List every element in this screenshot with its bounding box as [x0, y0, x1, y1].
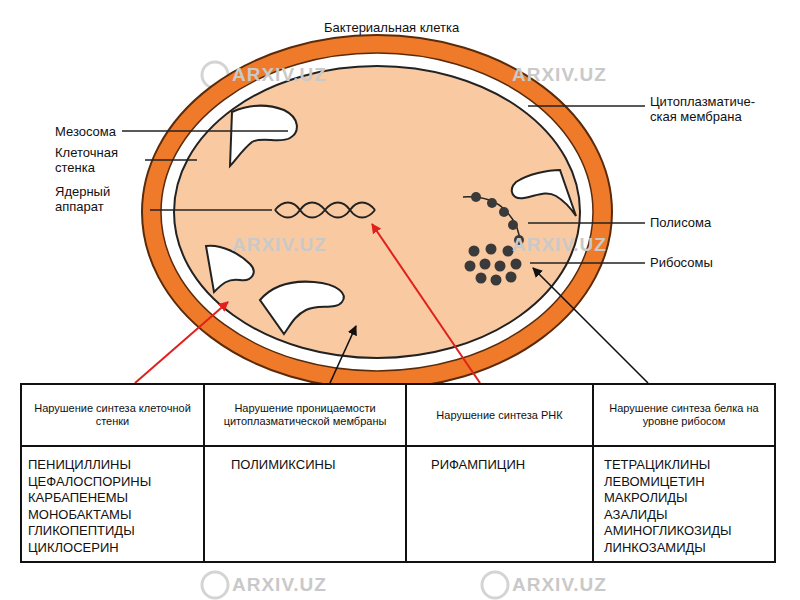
drug-name: ЦЕФАЛОСПОРИНЫ [28, 474, 197, 491]
mechanism-text: Нарушение синтеза РНК [436, 409, 562, 422]
watermark: ARXIV.UZ [232, 234, 327, 256]
drug-name: ЛЕВОМИЦЕТИН [604, 474, 768, 491]
drug-name: АЗАЛИДЫ [604, 507, 768, 524]
drug-list-cell: РИФАМПИЦИН [405, 445, 594, 563]
drug-name: ГЛИКОПЕПТИДЫ [28, 523, 197, 540]
part-label: Рибосомы [650, 255, 713, 270]
pointer-arrow [372, 224, 480, 383]
table-header-cell: Нарушение синтеза РНК [405, 383, 594, 447]
drug-list-cell: ТЕТРАЦИКЛИНЫЛЕВОМИЦЕТИНМАКРОЛИДЫАЗАЛИДЫА… [592, 445, 776, 563]
mesosome [206, 106, 576, 334]
part-label: Мезосома [55, 124, 116, 139]
part-label: Полисома [650, 215, 711, 230]
mechanism-text: Нарушение синтеза белка на уровне рибосо… [600, 402, 768, 428]
watermark: ARXIV.UZ [512, 234, 607, 256]
drug-name: ТЕТРАЦИКЛИНЫ [604, 457, 768, 474]
cell-wall [142, 35, 612, 389]
pointer-arrow [135, 302, 228, 383]
watermark: ARXIV.UZ [232, 64, 327, 86]
table-header-cell: Нарушение проницаемости цитоплазматическ… [203, 383, 407, 447]
watermark: ARXIV.UZ [232, 574, 327, 596]
drug-name: ЦИКЛОСЕРИН [28, 540, 197, 557]
periplasm [161, 53, 593, 371]
pointer-arrow [533, 268, 648, 383]
drug-list-cell: ПЕНИЦИЛЛИНЫЦЕФАЛОСПОРИНЫКАРБАПЕНЕМЫМОНОБ… [20, 445, 205, 563]
part-label: Клеточная стенка [55, 145, 147, 175]
drug-list-cell: ПОЛИМИКСИНЫ [203, 445, 407, 563]
drug-name: АМИНОГЛИКОЗИДЫ [604, 523, 768, 540]
drug-name: МОНОБАКТАМЫ [28, 507, 197, 524]
drug-name: ЛИНКОЗАМИДЫ [604, 540, 768, 557]
drug-name: ПЕНИЦИЛЛИНЫ [28, 457, 197, 474]
mechanism-text: Нарушение проницаемости цитоплазматическ… [211, 402, 399, 428]
part-label: Ядерный аппарат [55, 184, 147, 214]
nucleoid [275, 203, 375, 218]
watermark: ARXIV.UZ [512, 574, 607, 596]
drug-name: КАРБАПЕНЕМЫ [28, 490, 197, 507]
table-header-cell: Нарушение синтеза клеточной стенки [20, 383, 205, 447]
diagram-title: Бактериальная клетка [324, 20, 459, 35]
drug-name: ПОЛИМИКСИНЫ [231, 457, 399, 474]
watermark: ARXIV.UZ [512, 64, 607, 86]
part-label: Цитоплазматиче- ская мембрана [650, 94, 778, 124]
mechanism-text: Нарушение синтеза клеточной стенки [28, 402, 197, 428]
table-header-cell: Нарушение синтеза белка на уровне рибосо… [592, 383, 776, 447]
pointer-arrow [330, 326, 356, 383]
cytoplasm [174, 66, 580, 358]
drug-name: РИФАМПИЦИН [431, 457, 586, 474]
drug-name: МАКРОЛИДЫ [604, 490, 768, 507]
